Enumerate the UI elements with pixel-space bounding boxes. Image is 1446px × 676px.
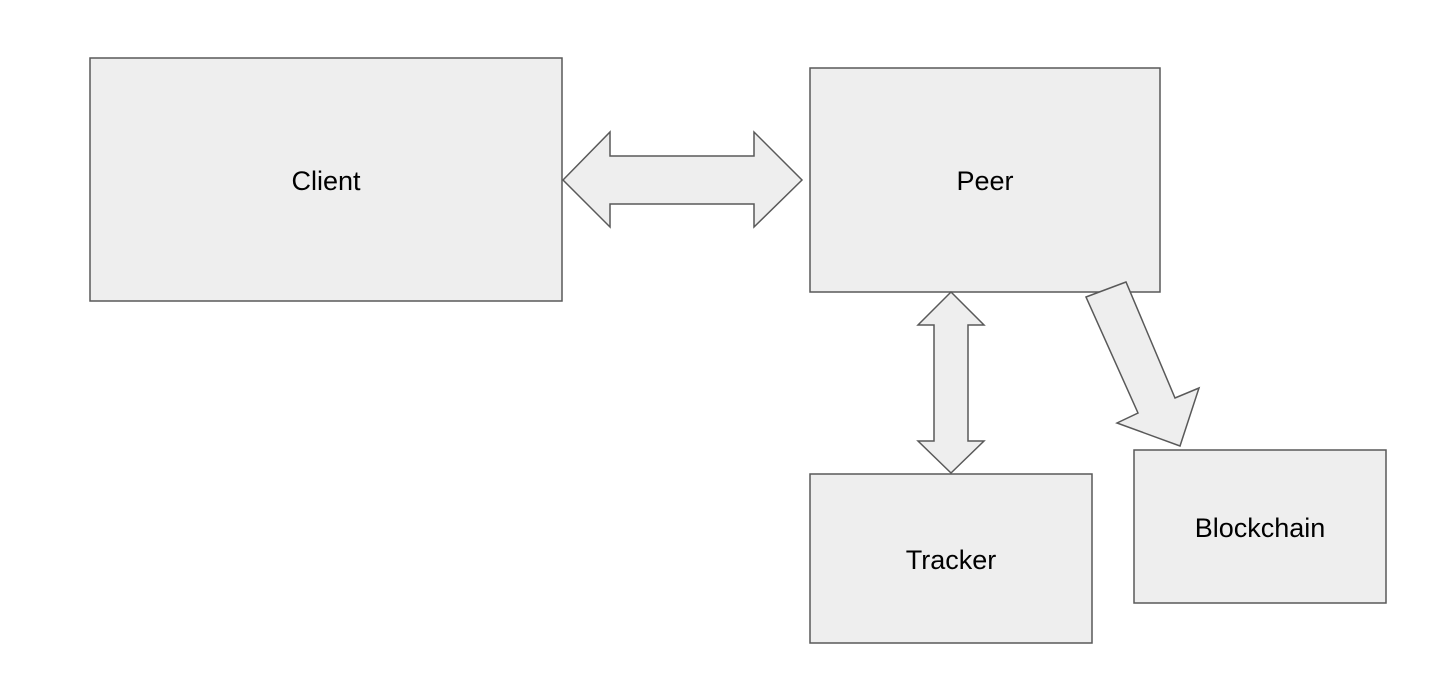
client-peer-double-arrow <box>561 130 804 229</box>
blockchain-box <box>1133 449 1387 604</box>
peer-box <box>809 67 1161 293</box>
tracker-label: Tracker <box>906 545 997 575</box>
peer-blockchain-arrow <box>1084 281 1201 447</box>
peer-label: Peer <box>956 166 1013 196</box>
tracker-node: Tracker <box>809 473 1093 644</box>
client-box <box>89 57 563 302</box>
client-label: Client <box>291 166 361 196</box>
client-node: Client <box>89 57 563 302</box>
blockchain-label: Blockchain <box>1195 513 1326 543</box>
peer-tracker-double-arrow <box>916 290 986 475</box>
blockchain-node: Blockchain <box>1133 449 1387 604</box>
peer-node: Peer <box>809 67 1161 293</box>
